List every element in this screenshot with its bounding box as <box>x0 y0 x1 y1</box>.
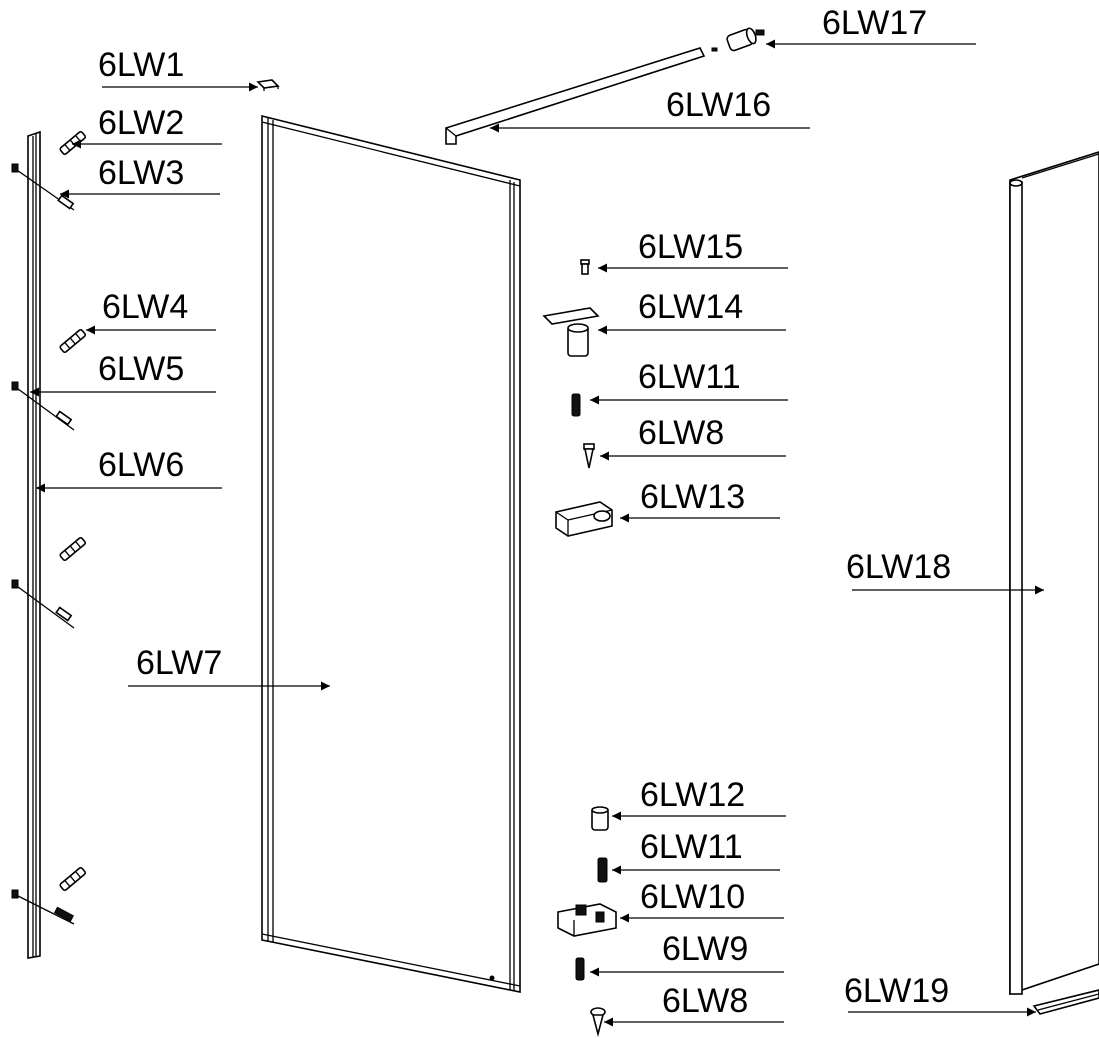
label-6lw3: 6LW3 <box>98 154 184 192</box>
label-6lw9: 6LW9 <box>662 930 748 968</box>
label-6lw5: 6LW5 <box>98 350 184 388</box>
glass-door-panel <box>261 114 521 993</box>
label-6lw11-top: 6LW11 <box>638 358 741 396</box>
top-hinge-parts <box>542 259 613 537</box>
wall-profile-part <box>27 130 41 959</box>
label-6lw7: 6LW7 <box>136 644 222 682</box>
fixed-side-panel <box>1009 151 1099 996</box>
end-cap-part <box>256 79 280 91</box>
label-6lw13: 6LW13 <box>640 478 745 516</box>
leader-lines <box>30 39 1044 1027</box>
label-6lw12: 6LW12 <box>640 776 745 814</box>
label-6lw17: 6LW17 <box>822 4 927 42</box>
wall-fixings <box>11 130 87 925</box>
label-6lw1: 6LW1 <box>98 46 184 84</box>
label-6lw16: 6LW16 <box>666 86 771 124</box>
label-6lw8-bottom: 6LW8 <box>662 982 748 1020</box>
label-6lw11-bottom: 6LW11 <box>640 828 743 866</box>
label-6lw14: 6LW14 <box>638 288 743 326</box>
wall-bracket-part <box>711 27 765 52</box>
label-6lw15: 6LW15 <box>638 228 743 266</box>
label-6lw8-top: 6LW8 <box>638 414 724 452</box>
bottom-seal-part <box>1032 989 1099 1015</box>
bottom-hinge-parts <box>557 806 617 1038</box>
part-labels: 6LW1 6LW2 6LW3 6LW4 6LW5 6LW6 6LW7 6LW16… <box>98 4 951 1020</box>
label-6lw18: 6LW18 <box>846 548 951 586</box>
label-6lw19: 6LW19 <box>844 972 949 1010</box>
support-bar-part <box>445 47 706 145</box>
label-6lw2: 6LW2 <box>98 104 184 142</box>
label-6lw10: 6LW10 <box>640 878 745 916</box>
label-6lw4: 6LW4 <box>102 288 188 326</box>
label-6lw6: 6LW6 <box>98 446 184 484</box>
